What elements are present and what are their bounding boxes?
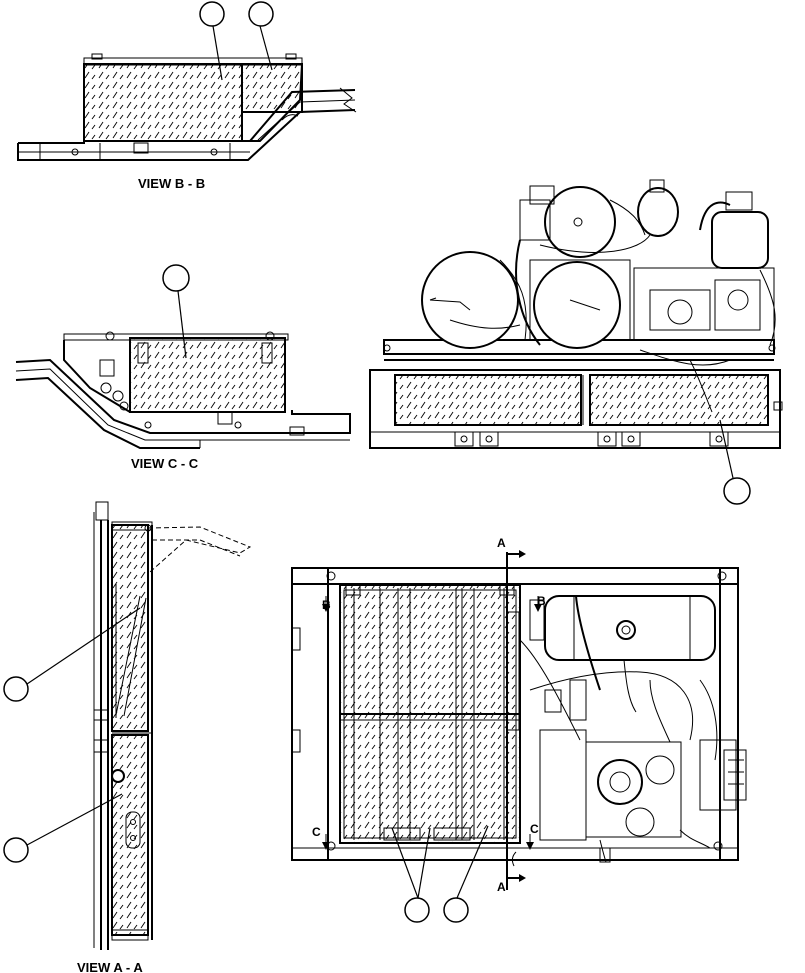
battery-box-aa-1 [111, 524, 149, 732]
section-marker-c-left: C [312, 825, 321, 839]
callout-bubble [3, 676, 29, 702]
battery-box-2 [241, 63, 303, 113]
callout-bubble [162, 264, 190, 292]
battery-box-3 [129, 337, 286, 413]
battery-box-aa-2 [111, 734, 149, 936]
view-aa-drawing [3, 501, 252, 950]
section-marker-b-left: B [322, 598, 331, 612]
view-aa-label: VIEW A - A [77, 960, 143, 973]
section-marker-a-top: A [497, 536, 506, 550]
callout-bubble [199, 1, 225, 27]
callout-bubble [723, 477, 751, 505]
callout-bubble [404, 897, 430, 923]
compressor [597, 759, 643, 805]
section-marker-a-bottom: A [497, 880, 506, 894]
view-cc-drawing [15, 264, 351, 449]
air-tank-3 [544, 186, 616, 258]
air-dryer [637, 187, 679, 237]
callout-bubble [3, 837, 29, 863]
callout-bubble [248, 1, 274, 27]
battery-box-1 [83, 63, 243, 142]
view-bb-label: VIEW B - B [138, 176, 205, 191]
side-view-drawing [369, 179, 783, 505]
callout-bubble [443, 897, 469, 923]
section-marker-b-right: B [537, 594, 546, 608]
reservoir [711, 211, 769, 269]
air-tank-2 [533, 261, 621, 349]
air-tank-1 [421, 251, 519, 349]
section-marker-c-right: C [530, 822, 539, 836]
battery-box-side-2 [589, 374, 769, 426]
battery-box-side-1 [394, 374, 582, 426]
view-cc-label: VIEW C - C [131, 456, 199, 471]
top-view-drawing [291, 550, 747, 923]
view-bb-drawing [17, 1, 357, 161]
